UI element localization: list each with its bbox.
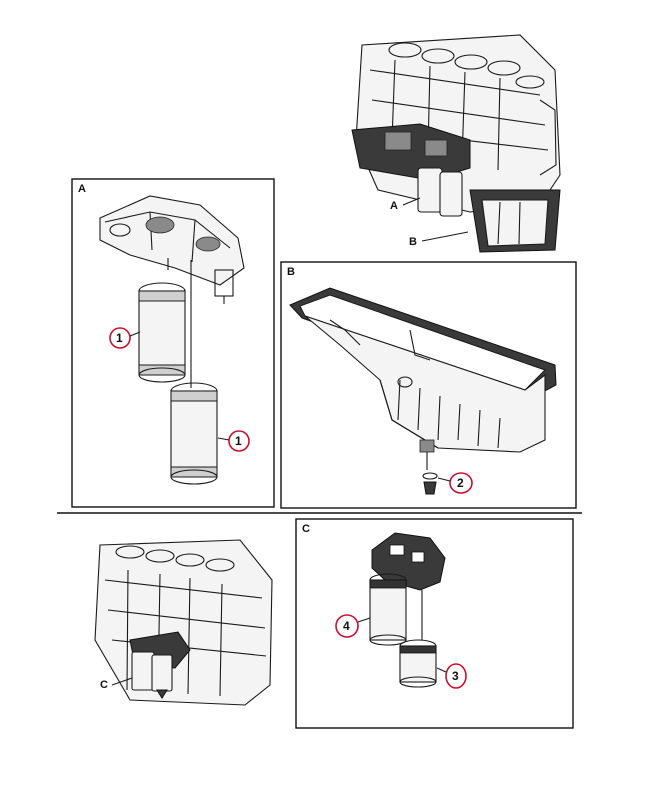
oil-pan	[289, 287, 557, 495]
panel-b-letter: B	[287, 266, 295, 278]
svg-text:1: 1	[116, 331, 123, 345]
oil-filter-small-c	[399, 639, 437, 688]
panel-c-frame	[295, 518, 574, 729]
panel-a-letter: A	[78, 183, 86, 195]
svg-text:1: 1	[235, 434, 242, 448]
oil-filter-lower	[170, 382, 218, 485]
callout-1-lower: 1	[217, 430, 250, 452]
engine-block-overview-top: A B	[351, 34, 561, 253]
filter-housing-c	[371, 532, 446, 640]
panel-c: C 4 3	[295, 518, 574, 729]
overview-label-a: A	[390, 200, 398, 212]
panel-a: A	[71, 178, 275, 508]
overview-label-c: C	[100, 679, 108, 691]
callout-3: 3	[436, 663, 467, 689]
callout-2: 2	[437, 472, 473, 494]
panel-b: B 2	[280, 261, 577, 509]
panel-a-frame	[71, 178, 275, 508]
filter-housing-a	[99, 195, 245, 304]
oil-filter-large-c	[369, 573, 407, 646]
svg-text:4: 4	[343, 619, 350, 633]
oil-filter-upper	[138, 282, 186, 383]
svg-text:3: 3	[452, 669, 459, 683]
callout-1-upper: 1	[109, 327, 141, 349]
overview-label-b: B	[409, 236, 417, 248]
panel-c-letter: C	[302, 523, 310, 535]
callout-4: 4	[335, 614, 371, 638]
engine-block-overview-bottom: C	[94, 539, 273, 706]
svg-text:2: 2	[457, 476, 464, 490]
panel-b-frame	[280, 261, 577, 509]
